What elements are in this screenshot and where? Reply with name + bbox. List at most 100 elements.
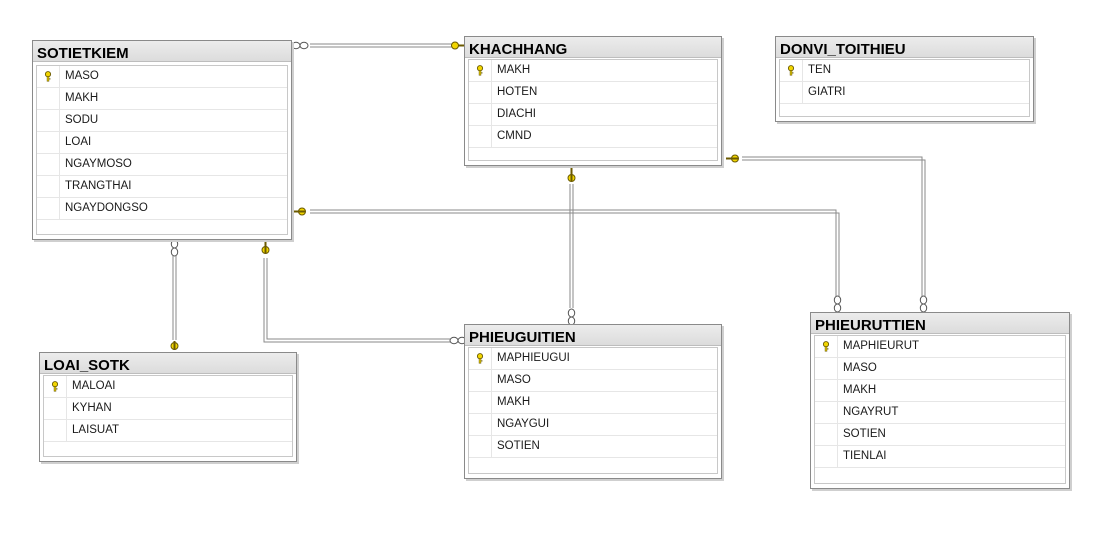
column-row[interactable]: TIENLAI <box>815 446 1065 468</box>
infinity-icon <box>833 295 842 313</box>
row-selector[interactable] <box>37 198 60 219</box>
rel-sotietkiem-khachhang <box>310 43 452 48</box>
column-row[interactable]: TEN <box>780 60 1029 82</box>
column-row[interactable]: NGAYMOSO <box>37 154 287 176</box>
column-name: LAISUAT <box>72 424 120 436</box>
key-icon <box>170 341 179 350</box>
row-selector[interactable] <box>37 154 60 175</box>
row-selector[interactable] <box>44 376 67 397</box>
row-selector[interactable] <box>37 110 60 131</box>
row-selector[interactable] <box>37 88 60 109</box>
column-name: NGAYGUI <box>497 418 550 430</box>
table-phieuguitien[interactable]: PHIEUGUITIEN MAPHIEUGUI MASO MAKH NGAYGUI SO… <box>464 324 722 479</box>
column-name: NGAYDONGSO <box>65 202 148 214</box>
column-row[interactable]: DIACHI <box>469 104 717 126</box>
column-name: MAPHIEURUT <box>843 340 920 352</box>
column-row[interactable]: NGAYRUT <box>815 402 1065 424</box>
column-name: SODU <box>65 114 99 126</box>
column-name: MAPHIEUGUI <box>497 352 570 364</box>
column-row[interactable]: MAKH <box>469 392 717 414</box>
column-row[interactable]: NGAYDONGSO <box>37 198 287 220</box>
table-title[interactable]: SOTIETKIEM <box>33 41 291 62</box>
column-row[interactable]: HOTEN <box>469 82 717 104</box>
row-selector[interactable] <box>780 60 803 81</box>
table-title[interactable]: KHACHHANG <box>465 37 721 58</box>
column-name: SOTIEN <box>843 428 886 440</box>
column-grid: MAKH HOTEN DIACHI CMND <box>468 59 718 161</box>
column-name: DIACHI <box>497 108 536 120</box>
row-selector[interactable] <box>780 82 803 103</box>
key-icon <box>44 71 52 82</box>
table-title[interactable]: PHIEUGUITIEN <box>465 325 721 346</box>
infinity-icon <box>919 295 928 313</box>
key-icon <box>261 241 270 254</box>
column-row[interactable]: MAKH <box>815 380 1065 402</box>
row-selector[interactable] <box>44 398 67 419</box>
column-row[interactable]: MAPHIEUGUI <box>469 348 717 370</box>
column-row[interactable]: MAKH <box>469 60 717 82</box>
row-selector[interactable] <box>815 380 838 401</box>
table-title[interactable]: LOAI_SOTK <box>40 353 296 374</box>
key-icon <box>476 65 484 76</box>
row-selector[interactable] <box>37 132 60 153</box>
row-selector[interactable] <box>815 336 838 357</box>
column-row[interactable]: MASO <box>469 370 717 392</box>
column-name: NGAYRUT <box>843 406 899 418</box>
row-selector[interactable] <box>815 358 838 379</box>
column-name: MASO <box>65 70 99 82</box>
column-name: TEN <box>808 64 831 76</box>
column-row[interactable]: LAISUAT <box>44 420 292 442</box>
key-icon <box>51 381 59 392</box>
row-selector[interactable] <box>815 424 838 445</box>
row-selector[interactable] <box>469 436 492 457</box>
column-row[interactable]: MALOAI <box>44 376 292 398</box>
column-row[interactable]: SOTIEN <box>469 436 717 458</box>
row-selector[interactable] <box>469 60 492 81</box>
table-title[interactable]: DONVI_TOITHIEU <box>776 37 1033 58</box>
row-selector[interactable] <box>469 104 492 125</box>
row-selector[interactable] <box>469 392 492 413</box>
row-selector[interactable] <box>37 176 60 197</box>
rel-khachhang-phieuguitien <box>569 184 574 308</box>
table-title[interactable]: PHIEURUTTIEN <box>811 313 1069 334</box>
table-khachhang[interactable]: KHACHHANG MAKH HOTEN DIACHI CMND <box>464 36 722 166</box>
column-row[interactable]: LOAI <box>37 132 287 154</box>
column-name: MAKH <box>843 384 877 396</box>
column-row[interactable]: CMND <box>469 126 717 148</box>
column-row[interactable]: SODU <box>37 110 287 132</box>
column-name: MAKH <box>497 64 531 76</box>
row-selector[interactable] <box>469 414 492 435</box>
column-row[interactable]: MAKH <box>37 88 287 110</box>
row-selector[interactable] <box>815 446 838 467</box>
column-name: SOTIEN <box>497 440 540 452</box>
infinity-icon <box>170 239 179 257</box>
table-donvi-toithieu[interactable]: DONVI_TOITHIEU TEN GIATRI <box>775 36 1034 122</box>
infinity-icon <box>567 308 576 326</box>
row-selector[interactable] <box>469 348 492 369</box>
key-icon <box>293 207 306 216</box>
column-row[interactable]: KYHAN <box>44 398 292 420</box>
row-selector[interactable] <box>469 370 492 391</box>
rel-sotietkiem-phieuruttien <box>310 209 840 296</box>
row-selector[interactable] <box>469 126 492 147</box>
table-phieuruttien[interactable]: PHIEURUTTIEN MAPHIEURUT MASO MAKH NGAYRUT SO… <box>810 312 1070 489</box>
row-selector[interactable] <box>469 82 492 103</box>
column-grid: MAPHIEUGUI MASO MAKH NGAYGUI SOTIEN <box>468 347 718 474</box>
key-icon <box>567 168 576 182</box>
column-name: MAKH <box>497 396 531 408</box>
column-row[interactable]: GIATRI <box>780 82 1029 104</box>
column-row[interactable]: TRANGTHAI <box>37 176 287 198</box>
column-name: MAKH <box>65 92 99 104</box>
column-row[interactable]: MASO <box>37 66 287 88</box>
column-name: MALOAI <box>72 380 116 392</box>
row-selector[interactable] <box>37 66 60 87</box>
table-loai-sotk[interactable]: LOAI_SOTK MALOAI KYHAN LAISUAT <box>39 352 297 462</box>
column-row[interactable]: MASO <box>815 358 1065 380</box>
column-row[interactable]: SOTIEN <box>815 424 1065 446</box>
row-selector[interactable] <box>44 420 67 441</box>
column-row[interactable]: NGAYGUI <box>469 414 717 436</box>
row-selector[interactable] <box>815 402 838 423</box>
column-row[interactable]: MAPHIEURUT <box>815 336 1065 358</box>
infinity-icon <box>291 41 309 50</box>
